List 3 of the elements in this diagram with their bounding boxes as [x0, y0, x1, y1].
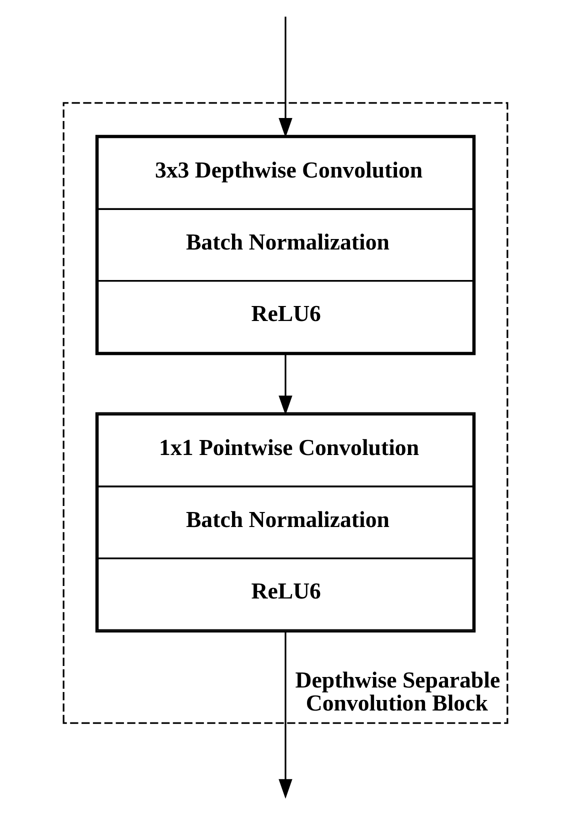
arrow: [278, 16, 292, 138]
arrow: [278, 354, 292, 416]
arrow: [278, 632, 292, 799]
